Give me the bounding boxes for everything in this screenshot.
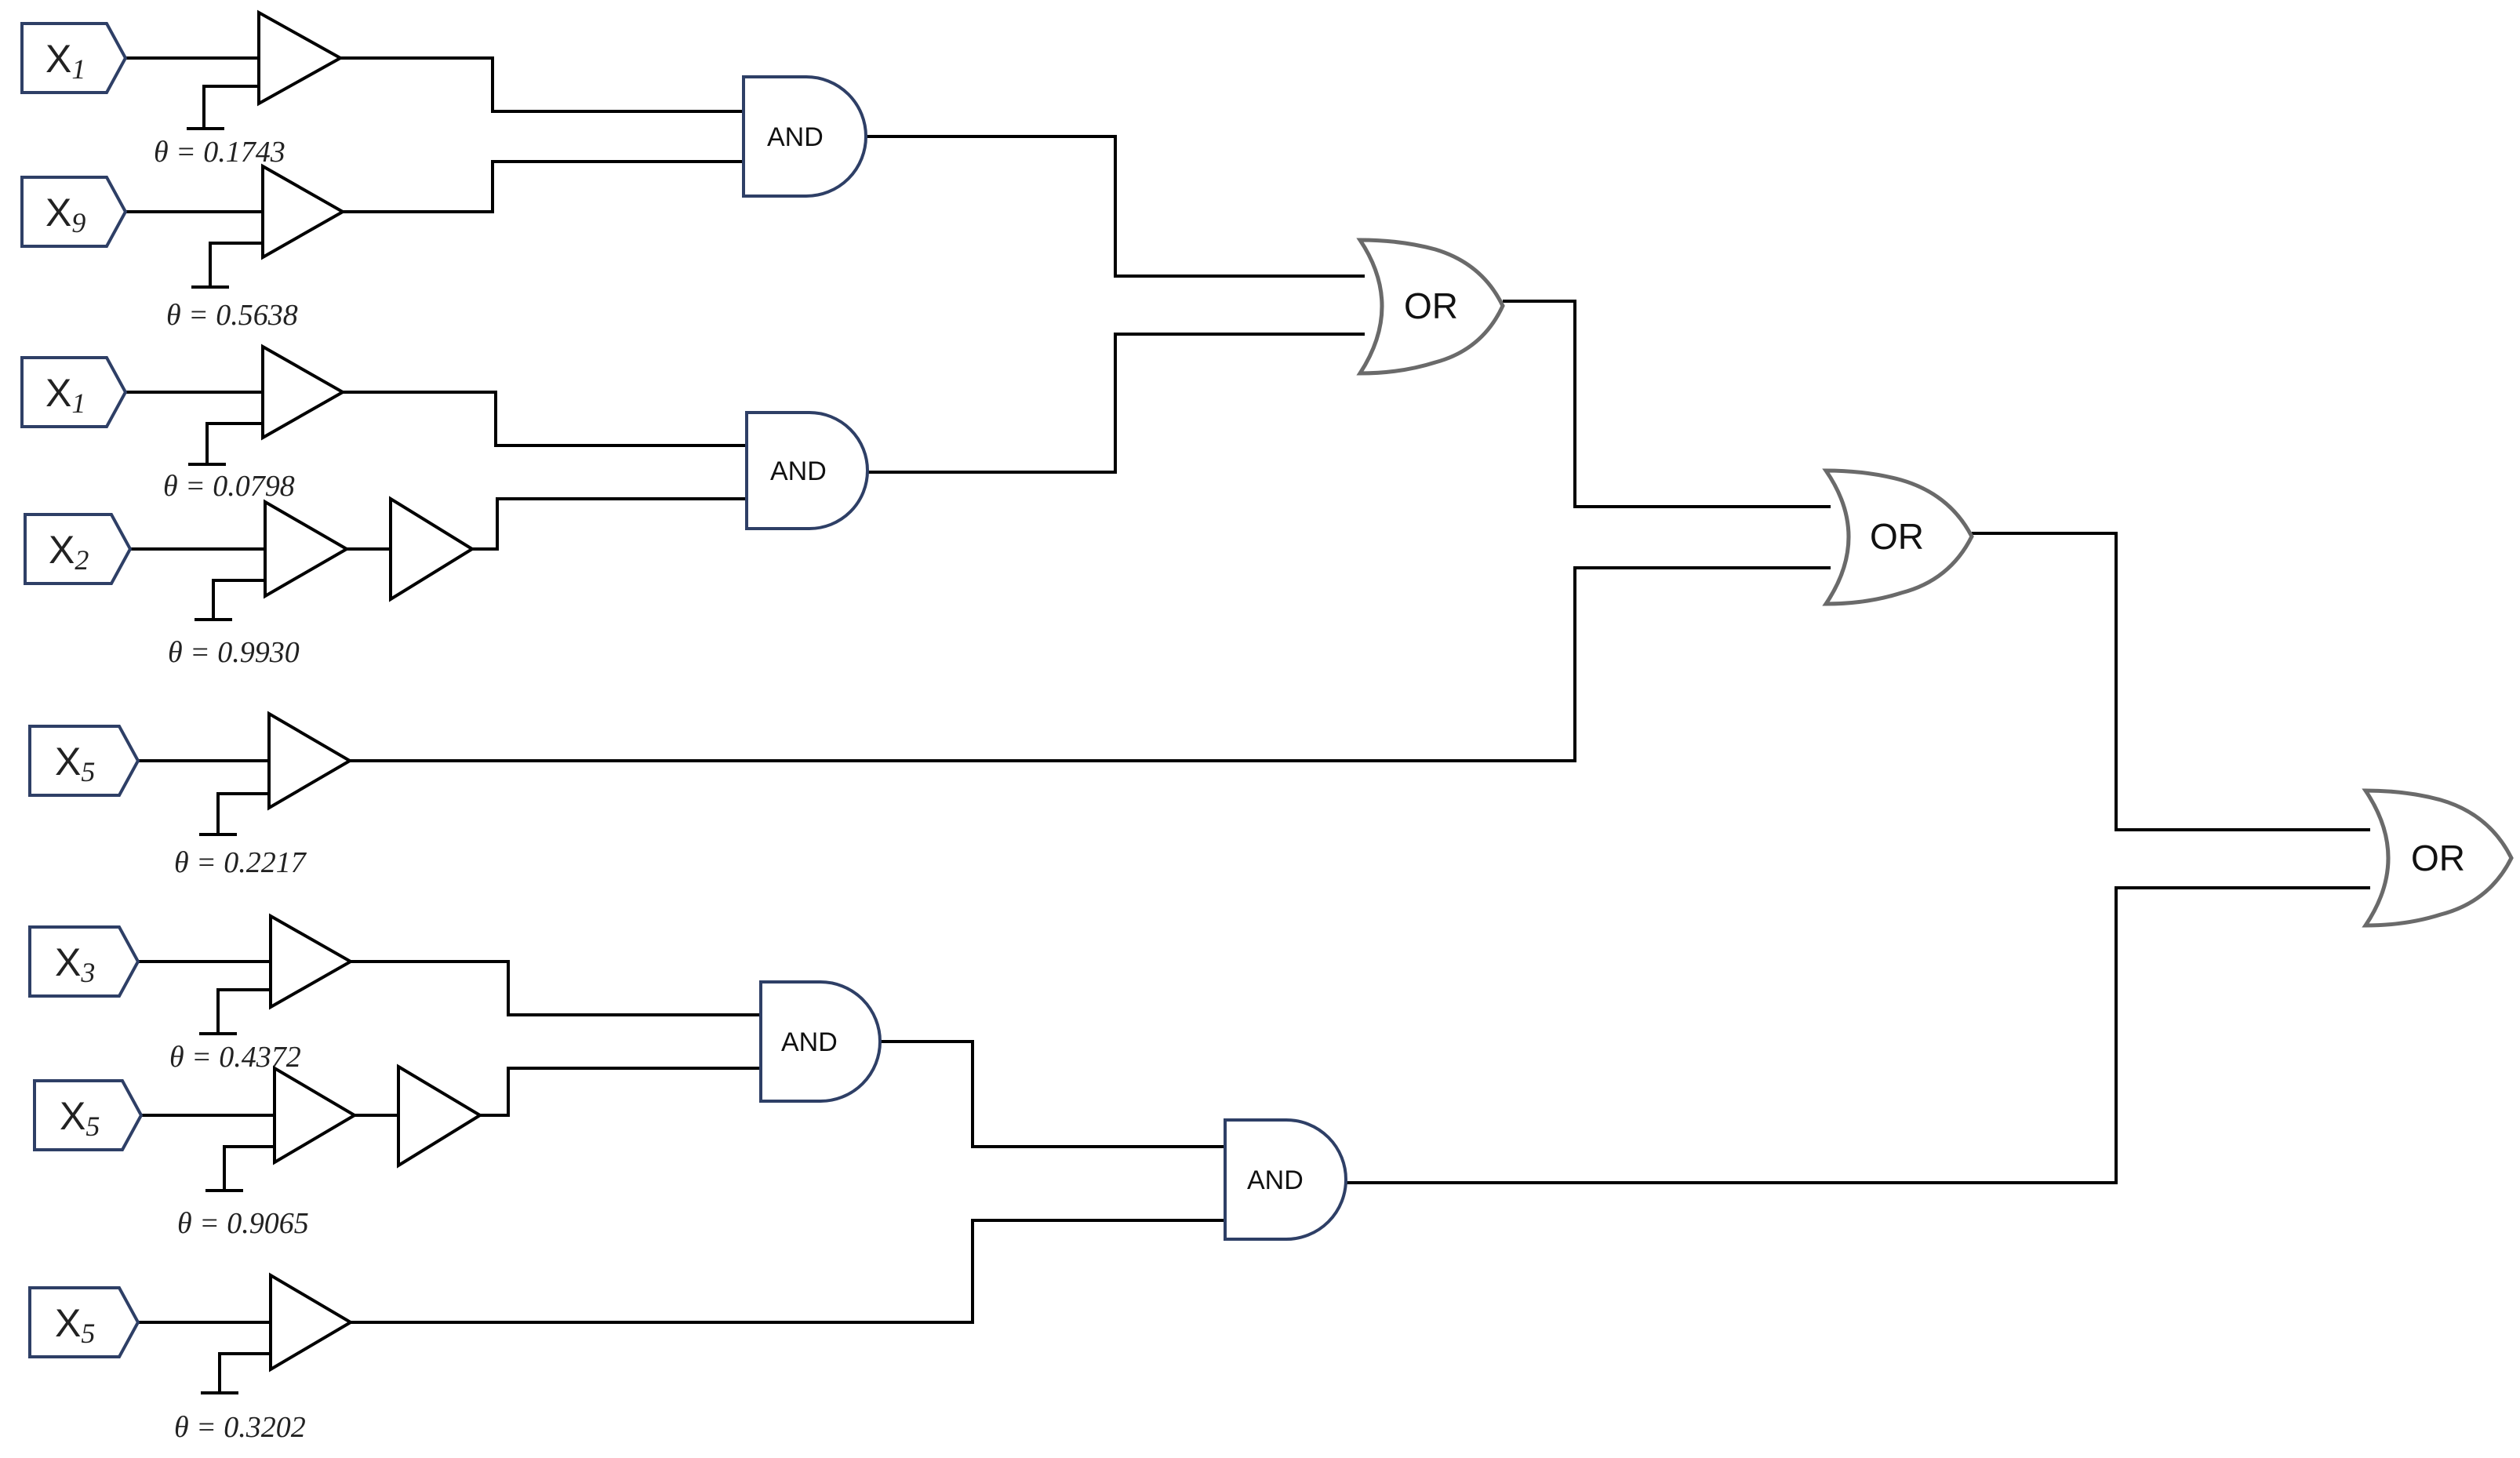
and-gates: AND AND AND AND [742, 75, 1347, 1241]
buffer-4b [389, 496, 475, 602]
threshold-stub-1 [187, 85, 259, 130]
input-port-7 [33, 1079, 144, 1151]
input-label-6: X3 [55, 940, 95, 988]
threshold-stub-2 [191, 242, 263, 289]
threshold-label-4: θ = 0.9930 [168, 636, 300, 669]
and-gate-2 [745, 411, 869, 530]
threshold-label-2: θ = 0.5638 [166, 299, 298, 332]
threshold-label-7: θ = 0.9065 [177, 1207, 309, 1240]
wire-c6-and3 [351, 960, 761, 1016]
input-label-2: X9 [45, 191, 85, 238]
threshold-stub-3 [188, 422, 263, 466]
comparator-8 [269, 1272, 354, 1373]
input-label-8: X5 [55, 1301, 95, 1349]
input-port-5 [28, 725, 140, 797]
input-label-7: X5 [60, 1094, 100, 1142]
wire-and4-or3 [1346, 886, 2370, 1184]
wire-buf7-and3 [480, 1067, 761, 1117]
input-label-1: X1 [45, 37, 85, 85]
wire-c5-or2 [350, 566, 1831, 762]
or-gate-3 [2362, 788, 2514, 928]
wire-and3-and4 [880, 1040, 1225, 1148]
input-port-8 [28, 1286, 140, 1358]
input-port-3 [20, 356, 128, 428]
wire-c1-and1 [340, 56, 744, 113]
threshold-stub-4 [195, 579, 265, 621]
and-gate-4 [1224, 1118, 1347, 1241]
or-gate-1-label: OR [1404, 285, 1458, 326]
wire-c8-and4 [351, 1219, 1225, 1324]
threshold-stub-8 [201, 1352, 271, 1394]
threshold-label-8: θ = 0.3202 [174, 1411, 306, 1444]
comparator-2 [261, 163, 347, 260]
comparator-6 [269, 913, 355, 1010]
threshold-label-1: θ = 0.1743 [154, 136, 285, 169]
threshold-label-5: θ = 0.2217 [174, 846, 307, 879]
wires [125, 56, 2370, 1394]
wire-or1-or2 [1503, 300, 1831, 508]
threshold-label-3: θ = 0.0798 [163, 470, 295, 503]
or-gate-3-label: OR [2411, 838, 2465, 878]
input-label-5: X5 [55, 740, 95, 787]
input-port-4 [24, 513, 133, 585]
input-port-6 [28, 925, 140, 998]
and-gate-1 [742, 75, 867, 198]
threshold-stub-5 [199, 792, 269, 836]
or-gates: OR OR OR [1356, 238, 2514, 928]
comparator-5 [267, 711, 353, 811]
comparator-7 [273, 1065, 358, 1165]
wire-or2-or3 [1972, 532, 2370, 831]
wire-and2-or1 [867, 333, 1365, 474]
threshold-labels: θ = 0.1743 θ = 0.5638 θ = 0.0798 θ = 0.9… [154, 136, 309, 1444]
input-port-2 [20, 176, 128, 248]
or-gate-2 [1822, 468, 1974, 606]
comparator-3 [261, 344, 347, 441]
wire-c2-and1 [343, 160, 744, 213]
wire-c3-and2 [343, 391, 747, 447]
threshold-label-6: θ = 0.4372 [169, 1041, 301, 1074]
comparator-1 [257, 9, 344, 107]
and-gate-3-label: AND [781, 1027, 838, 1057]
input-port-1 [20, 22, 128, 94]
input-label-3: X1 [45, 371, 85, 419]
wire-buf4-and2 [472, 497, 747, 551]
comparators [257, 9, 483, 1373]
threshold-stub-7 [205, 1145, 275, 1192]
and-gate-2-label: AND [770, 456, 827, 486]
buffer-7b [397, 1064, 483, 1169]
input-label-4: X2 [49, 528, 89, 576]
threshold-stub-6 [199, 988, 271, 1035]
input-ports [20, 22, 144, 1358]
wire-and1-or1 [866, 135, 1365, 278]
and-gate-4-label: AND [1247, 1165, 1304, 1195]
comparator-4 [264, 499, 351, 599]
or-gate-1 [1356, 238, 1505, 376]
and-gate-1-label: AND [767, 122, 824, 152]
input-labels: X1 X9 X1 X2 X5 X3 X5 X5 [45, 37, 100, 1349]
or-gate-2-label: OR [1870, 516, 1924, 557]
and-gate-3 [759, 980, 882, 1103]
